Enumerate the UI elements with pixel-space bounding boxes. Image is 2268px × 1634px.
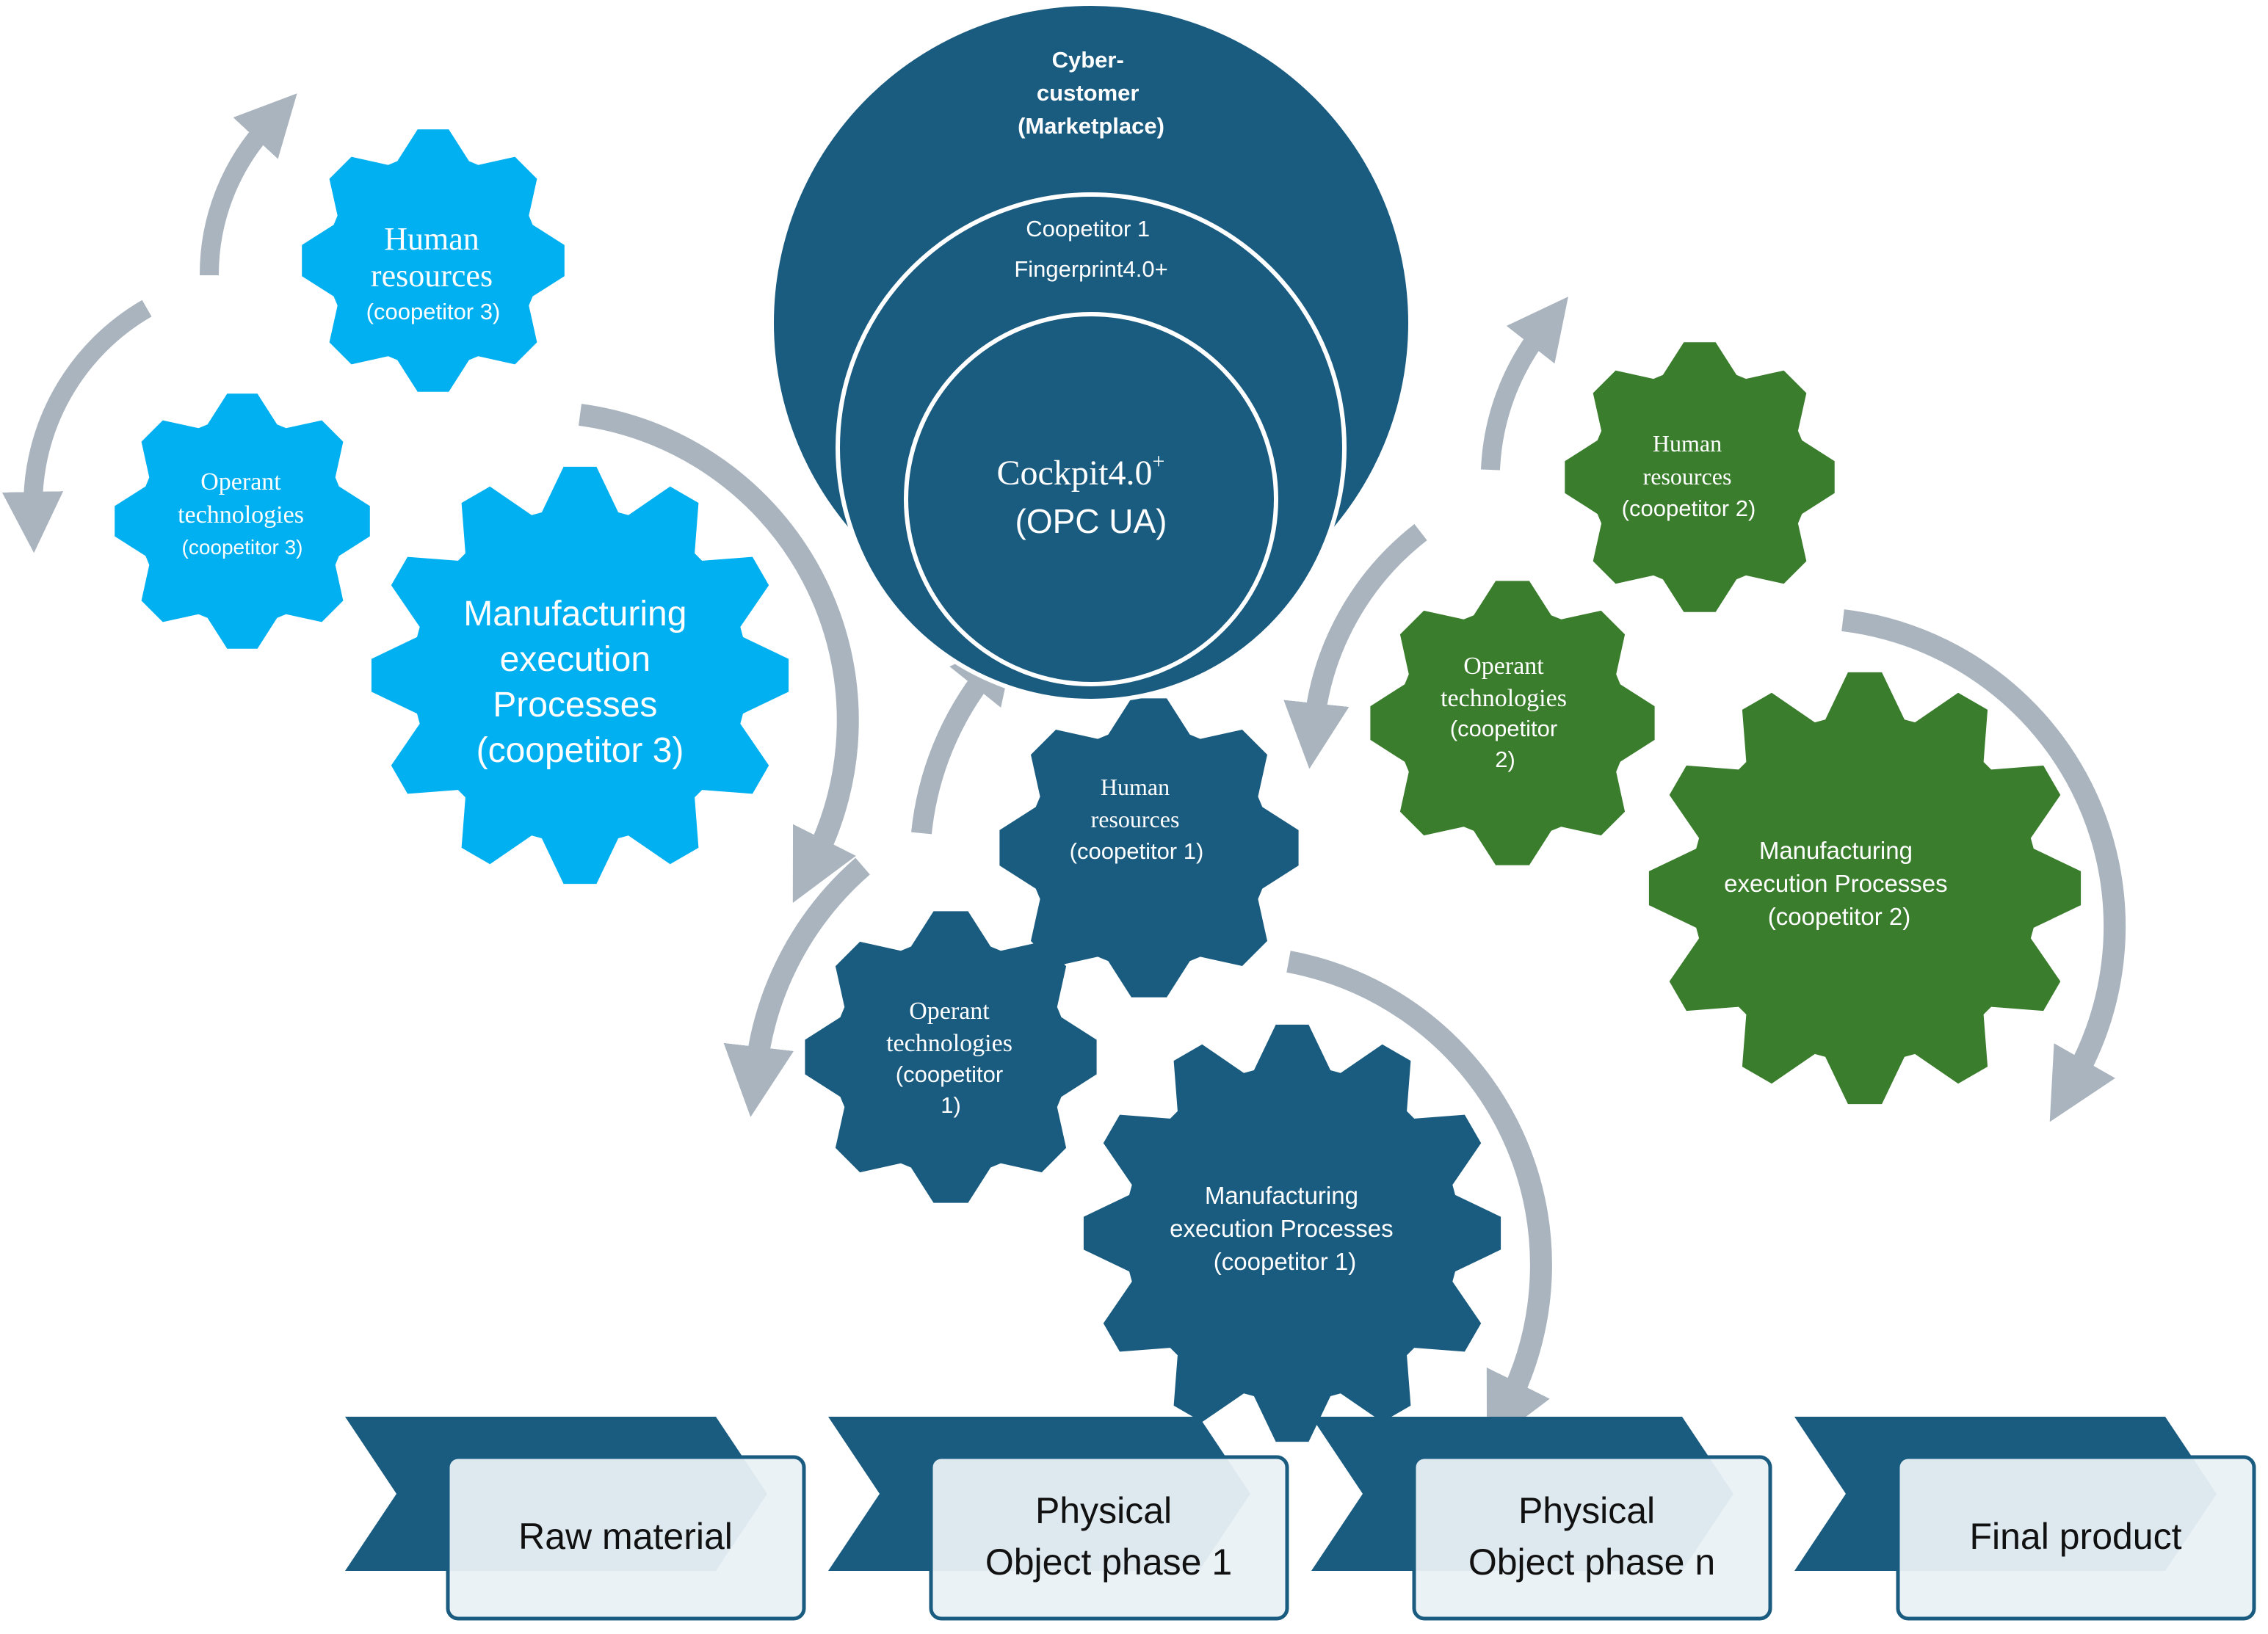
gear-c2-manufacturing-execution [1648,672,2082,1105]
c3-human-label: Human resources (coopetitor 3) [366,221,501,324]
phase-label-physical-n: Physical Object phase n [1468,1490,1715,1583]
arrow-c3-human-to-operant [1,299,152,553]
cyber-customer-label: Cyber- customer (Marketplace) [1018,47,1164,139]
gear-c2-human-resources [1565,342,1835,612]
phase-label-physical-1: Physical Object phase 1 [985,1490,1232,1583]
phase-box-physical-n [1412,1455,1772,1621]
phase-label-raw-material: Raw material [518,1516,733,1557]
phase-box-physical-1 [929,1455,1289,1621]
phase-box-final-product [1896,1455,2256,1621]
c1-human-label: Human resources (coopetitor 1) [1070,774,1204,864]
arrow-c2-mes-to-final [1841,609,2126,1122]
c1-operant-label: Operant technologies (coopetitor 1) [886,998,1015,1118]
phase-box-raw-material [446,1455,806,1621]
gear-c1-manufacturing-execution [1083,1024,1501,1442]
fingerprint-label: Coopetitor 1 Fingerprint4.0+ [1014,216,1167,282]
c1-mes-label: Manufacturing execution Processes (coope… [1170,1182,1400,1275]
c3-mes-label: Manufacturing execution Processes (coope… [463,595,697,770]
arrow-c2-operant-to-human [1481,297,1568,471]
gear-c2-operant-technologies [1370,581,1655,865]
arrow-c1-to-human [911,636,1017,835]
opc-ua-label: (OPC UA) [1015,502,1167,540]
gear-c3-manufacturing-execution [371,466,789,885]
gear-c1-operant-technologies [805,911,1097,1203]
arrow-c3-mes-to-c1 [579,404,859,904]
gear-c3-human-resources [302,129,565,392]
arrow-c1-mes-to-phase [1286,951,1552,1447]
gear-c3-operant-technologies [115,393,370,649]
c2-human-label: Human resources (coopetitor 2) [1622,430,1756,521]
arrow-c1-operant-from-top [723,857,870,1117]
arrow-c2-to-operant [1283,523,1427,769]
c2-operant-label: Operant technologies (coopetitor 2) [1441,653,1570,772]
c3-operant-label: Operant technologies (coopetitor 3) [178,468,307,559]
marketplace-circles [774,6,1408,703]
gear-c1-human-resources [999,698,1299,998]
cockpit-circle [904,312,1278,686]
gears-layer [115,129,2082,1442]
flow-arrows [1,93,2126,1447]
phase-strip [345,1417,2256,1621]
arrow-c3-operant-to-human [199,93,297,276]
cockpit-label: Cockpit4.0+ [997,449,1165,493]
phase-label-final-product: Final product [1969,1516,2181,1557]
c2-mes-label: Manufacturing execution Processes (coope… [1724,837,1954,930]
